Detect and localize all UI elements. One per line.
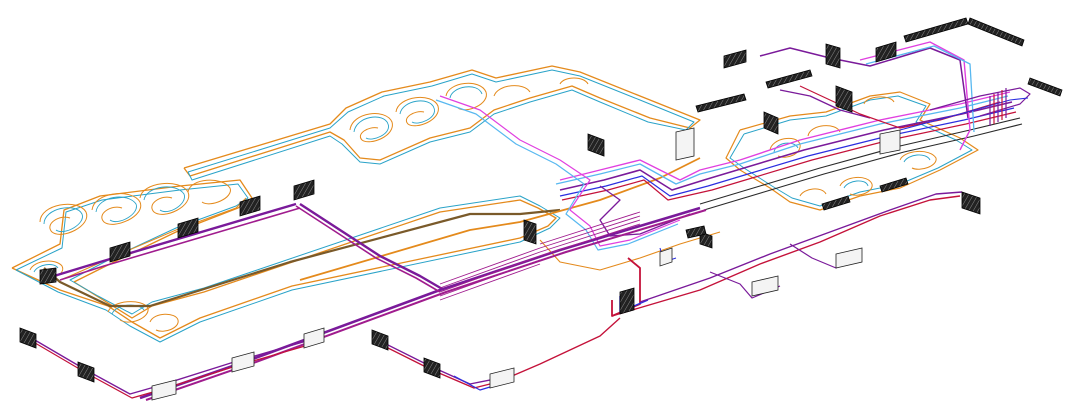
radiator-light: [835, 247, 863, 269]
radiator-light: [489, 367, 515, 389]
underfloor-header-left: [43, 208, 561, 308]
radiator-dark: [77, 361, 95, 383]
bundle-lightblue-loop: [435, 99, 679, 251]
bundle-red-1: [561, 111, 1017, 201]
floor-coils-left-cyan: [33, 186, 185, 315]
radiator-dark: [293, 179, 315, 201]
manifold-bar: [685, 225, 707, 239]
underfloor-zone-left-wing: [11, 179, 561, 343]
manifold-bar: [1027, 77, 1063, 97]
underfloor-zone-center: [183, 65, 701, 281]
radiator-light: [659, 247, 673, 267]
bundle-lightblue-1: [555, 95, 1009, 185]
radiators-dark: [19, 41, 981, 383]
radiator-light: [151, 379, 177, 401]
radiator-dark: [39, 267, 57, 285]
run-top-right-pink: [859, 41, 971, 151]
radiator-dark: [875, 41, 897, 63]
radiator-dark: [835, 85, 853, 113]
floor-coils-center: [349, 77, 589, 143]
manifolds: [685, 17, 1063, 239]
radiator-dark: [961, 191, 981, 215]
radiator-dark: [109, 241, 131, 263]
main-distribution-pipes: [27, 41, 1031, 401]
run-lower-right-purple: [639, 191, 963, 303]
riser-diag-left-2: [295, 205, 441, 293]
riser-bundle-top-right: [989, 88, 1007, 126]
manifold-bar: [967, 17, 1025, 47]
manifold-bar: [821, 195, 851, 211]
radiator-light: [675, 127, 695, 161]
underfloor-header-center: [299, 157, 701, 281]
radiator-dark: [825, 43, 841, 69]
radiator-dark: [177, 217, 199, 239]
run-top-right-4: [929, 87, 1031, 117]
manifold-bar: [765, 69, 813, 89]
radiator-dark: [619, 287, 635, 315]
underfloor-loop-outer: [11, 179, 557, 339]
radiator-dark: [19, 327, 37, 349]
manifold-bar: [879, 177, 909, 193]
run-bottom-left-2: [59, 207, 301, 281]
loop-radiators-bottom-mid: [377, 339, 501, 385]
radiator-dark: [423, 357, 441, 379]
radiator-dark: [239, 195, 261, 217]
underfloor-loop-right-cyan: [729, 95, 973, 207]
radiator-light: [231, 351, 255, 373]
bundle-blue-1: [559, 107, 1015, 197]
radiator-dark: [371, 329, 389, 351]
run-top-right-purple: [759, 47, 969, 119]
underfloor-loop-center-orange: [183, 65, 701, 177]
manifold-bar: [903, 17, 969, 43]
radiator-light: [879, 129, 901, 155]
bundle-pink-loop: [439, 95, 681, 247]
bundle-purple-loop: [599, 185, 691, 237]
bundle-orange-loop: [539, 231, 721, 271]
radiator-dark: [723, 49, 747, 69]
bundle-purple-1: [559, 101, 1013, 191]
floor-coils-center-cyan: [353, 86, 483, 140]
riser-diag-left: [299, 202, 445, 292]
run-top-right-blue: [899, 97, 1029, 131]
radiator-light: [303, 327, 325, 349]
radiator-dark: [587, 133, 605, 157]
bundle-dark-1: [699, 117, 1021, 205]
radiator-dark: [523, 219, 537, 245]
run-bottom-left: [53, 202, 297, 278]
bundle-dark-2: [703, 123, 1023, 211]
floor-coils-left: [29, 179, 231, 332]
run-lower-right-red: [611, 195, 961, 317]
underfloor-loop-outer-cyan: [15, 183, 561, 343]
radiators-light: [151, 127, 901, 401]
underfloor-loop-center-cyan: [187, 69, 695, 181]
bundle-pink-1: [559, 91, 1011, 181]
floor-coils-right-cyan: [773, 142, 931, 189]
radiator-dark: [699, 231, 713, 249]
central-pipe-bundle: [435, 91, 1023, 271]
run-top-right-2: [779, 89, 871, 119]
dense-pipe-hatch: [439, 211, 641, 301]
radiator-light: [751, 275, 779, 297]
manifold-bar: [695, 93, 747, 113]
radiator-dark: [763, 111, 779, 135]
